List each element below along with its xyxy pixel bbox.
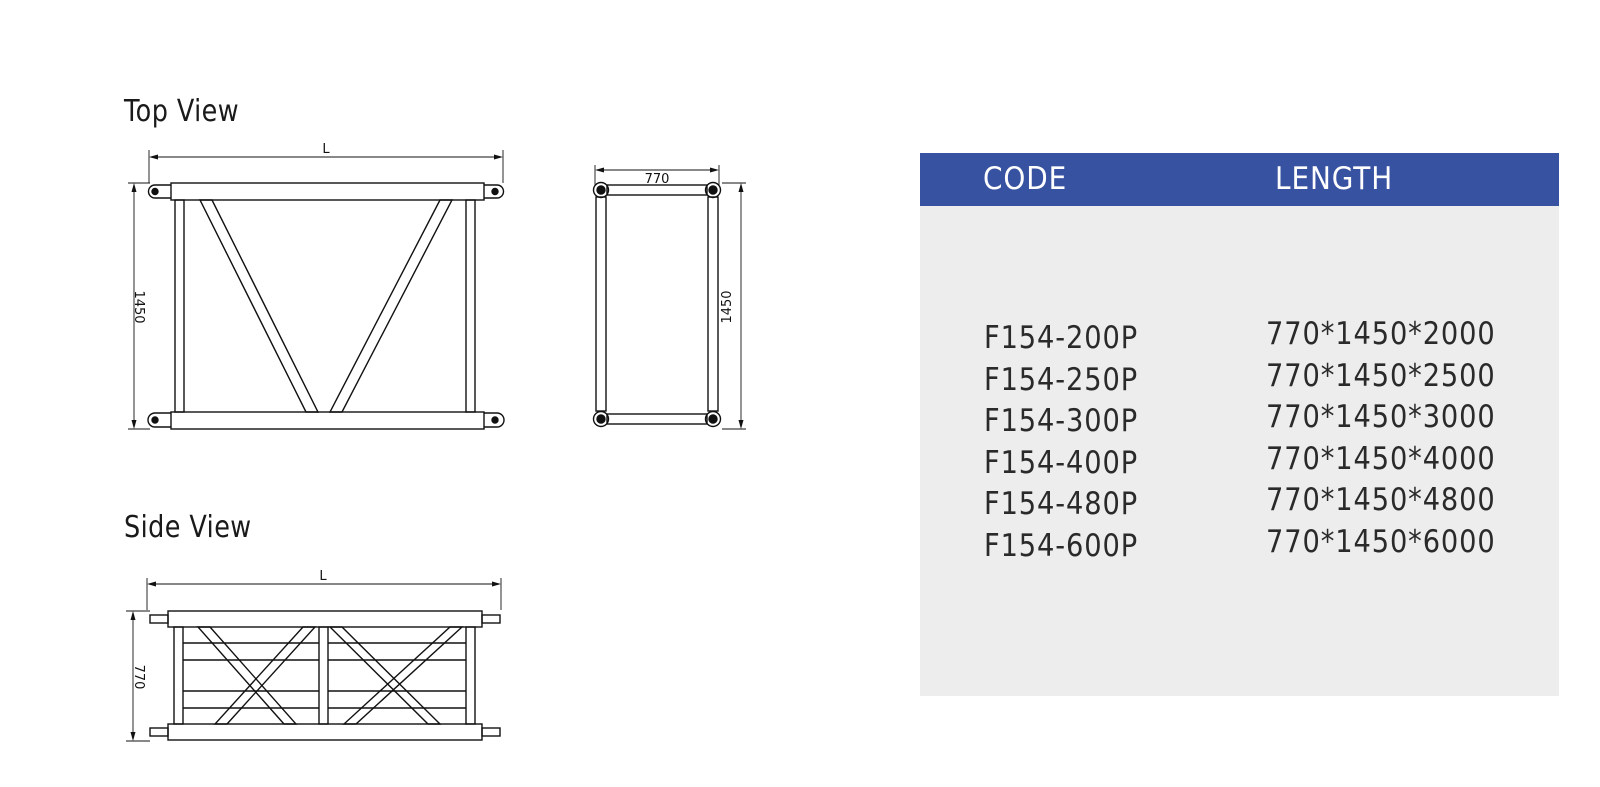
- length-cell: 770*1450*4800: [1266, 482, 1496, 519]
- top-view-title: Top View: [124, 94, 240, 129]
- length-cell: 770*1450*2500: [1266, 357, 1496, 394]
- top-length-label: L: [322, 142, 330, 157]
- product-spec-table: CODE LENGTH F154-200P 770*1450*2000 F154…: [920, 153, 1559, 696]
- code-cell: F154-480P: [984, 486, 1139, 523]
- table-row: F154-600P 770*1450*6000: [920, 524, 1559, 566]
- side-view-title: Side View: [124, 510, 252, 545]
- top-height-dimension: 1450: [128, 182, 150, 430]
- side-length-label: L: [319, 569, 327, 584]
- code-cell: F154-400P: [984, 444, 1139, 481]
- side-height-label: 770: [131, 665, 146, 690]
- code-cell: F154-200P: [984, 320, 1139, 356]
- code-cell: F154-600P: [984, 527, 1139, 564]
- end-height-label: 1450: [720, 290, 735, 323]
- table-row: F154-250P 770*1450*2500: [920, 358, 1559, 400]
- table-row: F154-200P 770*1450*2000: [920, 316, 1559, 358]
- side-view-drawing: L 770: [126, 569, 502, 742]
- length-column-header: LENGTH: [1275, 161, 1394, 197]
- code-cell: F154-250P: [984, 361, 1139, 398]
- length-cell: 770*1450*4000: [1266, 440, 1496, 477]
- top-view-drawing: L 1450: [128, 142, 505, 430]
- table-row: F154-480P 770*1450*4800: [920, 482, 1559, 524]
- side-height-dimension: 770: [126, 610, 150, 742]
- end-height-dimension: 1450: [720, 182, 746, 430]
- code-column-header: CODE: [983, 161, 1068, 197]
- table-row: F154-400P 770*1450*4000: [920, 441, 1559, 483]
- length-cell: 770*1450*6000: [1266, 523, 1496, 560]
- end-width-label: 770: [645, 172, 670, 187]
- length-cell: 770*1450*2000: [1266, 316, 1496, 352]
- end-view-drawing: 770 1450: [592, 165, 746, 430]
- top-height-label: 1450: [131, 290, 146, 323]
- code-cell: F154-300P: [984, 403, 1139, 440]
- top-length-dimension: L: [148, 142, 504, 183]
- side-length-dimension: L: [146, 569, 502, 610]
- length-cell: 770*1450*3000: [1266, 399, 1496, 436]
- table-header: CODE LENGTH: [920, 153, 1559, 206]
- table-body: F154-200P 770*1450*2000 F154-250P 770*14…: [920, 316, 1559, 566]
- end-width-dimension: 770: [594, 165, 720, 187]
- table-row: F154-300P 770*1450*3000: [920, 399, 1559, 441]
